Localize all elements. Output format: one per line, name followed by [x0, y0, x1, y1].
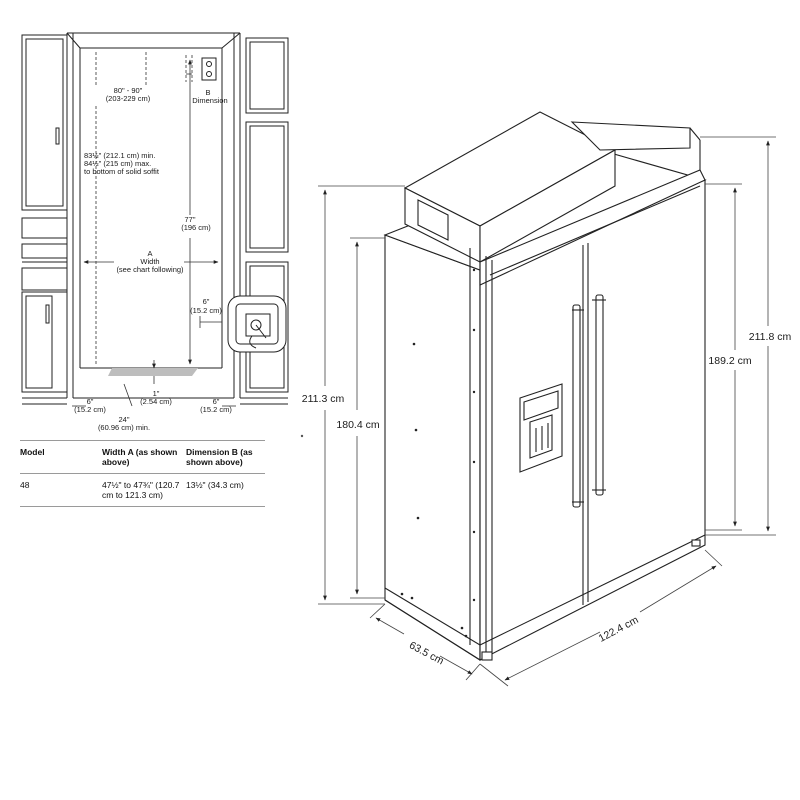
cell-model: 48 — [20, 480, 30, 490]
opening-left-wall — [66, 32, 81, 398]
table-row: 48 47½" to 47¾" (120.7 cm to 121.3 cm) 1… — [20, 474, 265, 506]
dimension-b-word: Dimension — [192, 96, 227, 105]
dimension-b-letter: B — [205, 88, 210, 97]
width-specs-table: Model Width A (as shown above) Dimension… — [20, 440, 265, 507]
fridge-dimension-lines — [318, 136, 776, 687]
cell-dimension-b: 13½" (34.3 cm) — [186, 480, 244, 490]
floor-1in-label: 1" — [153, 389, 160, 398]
total-height-right-label: 211.8 cm — [749, 331, 792, 343]
left-cabinets — [21, 34, 68, 405]
table-top-rule — [20, 440, 265, 441]
top-compressor-box — [403, 111, 701, 263]
installation-labels: 80" - 90" (203-229 cm) B Dimension 83½" … — [74, 86, 232, 432]
table-header-row: Model Width A (as shown above) Dimension… — [20, 441, 265, 473]
water-valve-icon — [227, 295, 287, 353]
bottom-left-in-label: 6" — [87, 397, 94, 406]
width-note: (see chart following) — [116, 265, 184, 274]
side-panel-screws — [400, 268, 476, 638]
water-ice-dispenser — [519, 383, 563, 473]
floor-1in-cm-label: (2.54 cm) — [140, 397, 172, 406]
width-word: Width — [140, 257, 159, 266]
soffit-note-label: to bottom of solid soffit — [84, 167, 160, 176]
cabinet-height-left-label: 180.4 cm — [336, 419, 379, 431]
soffit-min-label: 83½" (212.1 cm) min. — [84, 151, 155, 160]
depth-24-label: 24" — [118, 415, 129, 424]
side-gap-cm-label: (15.2 cm) — [190, 306, 222, 315]
dimension-lines — [72, 52, 236, 407]
soffit-max-label: 84½" (215 cm) max. — [84, 159, 151, 168]
left-door-handle — [572, 304, 584, 508]
opening-floor — [73, 367, 234, 399]
width-label: 122.4 cm — [597, 614, 641, 645]
bottom-right-in-label: 6" — [213, 397, 220, 406]
total-height-left-label: 211.3 cm — [302, 393, 345, 405]
side-gap-in-label: 6" — [203, 297, 210, 306]
leveling-feet — [481, 539, 701, 661]
width-a-letter: A — [147, 249, 152, 258]
installation-drawing — [21, 32, 289, 407]
header-width-a: Width A (as shown above) — [102, 447, 178, 467]
outlet-icon — [201, 57, 217, 81]
opening-top — [67, 32, 240, 49]
bottom-left-cm-label: (15.2 cm) — [74, 405, 106, 414]
depth-24-cm-label: (60.96 cm) min. — [98, 423, 150, 432]
depth-label: 63.5 cm — [407, 639, 446, 667]
refrigerator-drawing — [383, 111, 707, 661]
header-dimension-b: Dimension B (as shown above) — [186, 447, 253, 467]
header-model: Model — [20, 447, 45, 457]
cabinet-height-right-label: 189.2 cm — [708, 355, 751, 367]
height-range-label: 80" - 90" — [114, 86, 143, 95]
height-77-label: 77" — [184, 215, 195, 224]
table-bottom-rule — [20, 506, 265, 507]
cell-width-a: 47½" to 47¾" (120.7 cm to 121.3 cm) — [102, 480, 180, 500]
height-77-cm-label: (196 cm) — [181, 223, 211, 232]
table-mid-rule — [20, 473, 265, 474]
bottom-right-cm-label: (15.2 cm) — [200, 405, 232, 414]
height-range-cm-label: (203-229 cm) — [106, 94, 151, 103]
right-door-handle — [592, 294, 606, 496]
